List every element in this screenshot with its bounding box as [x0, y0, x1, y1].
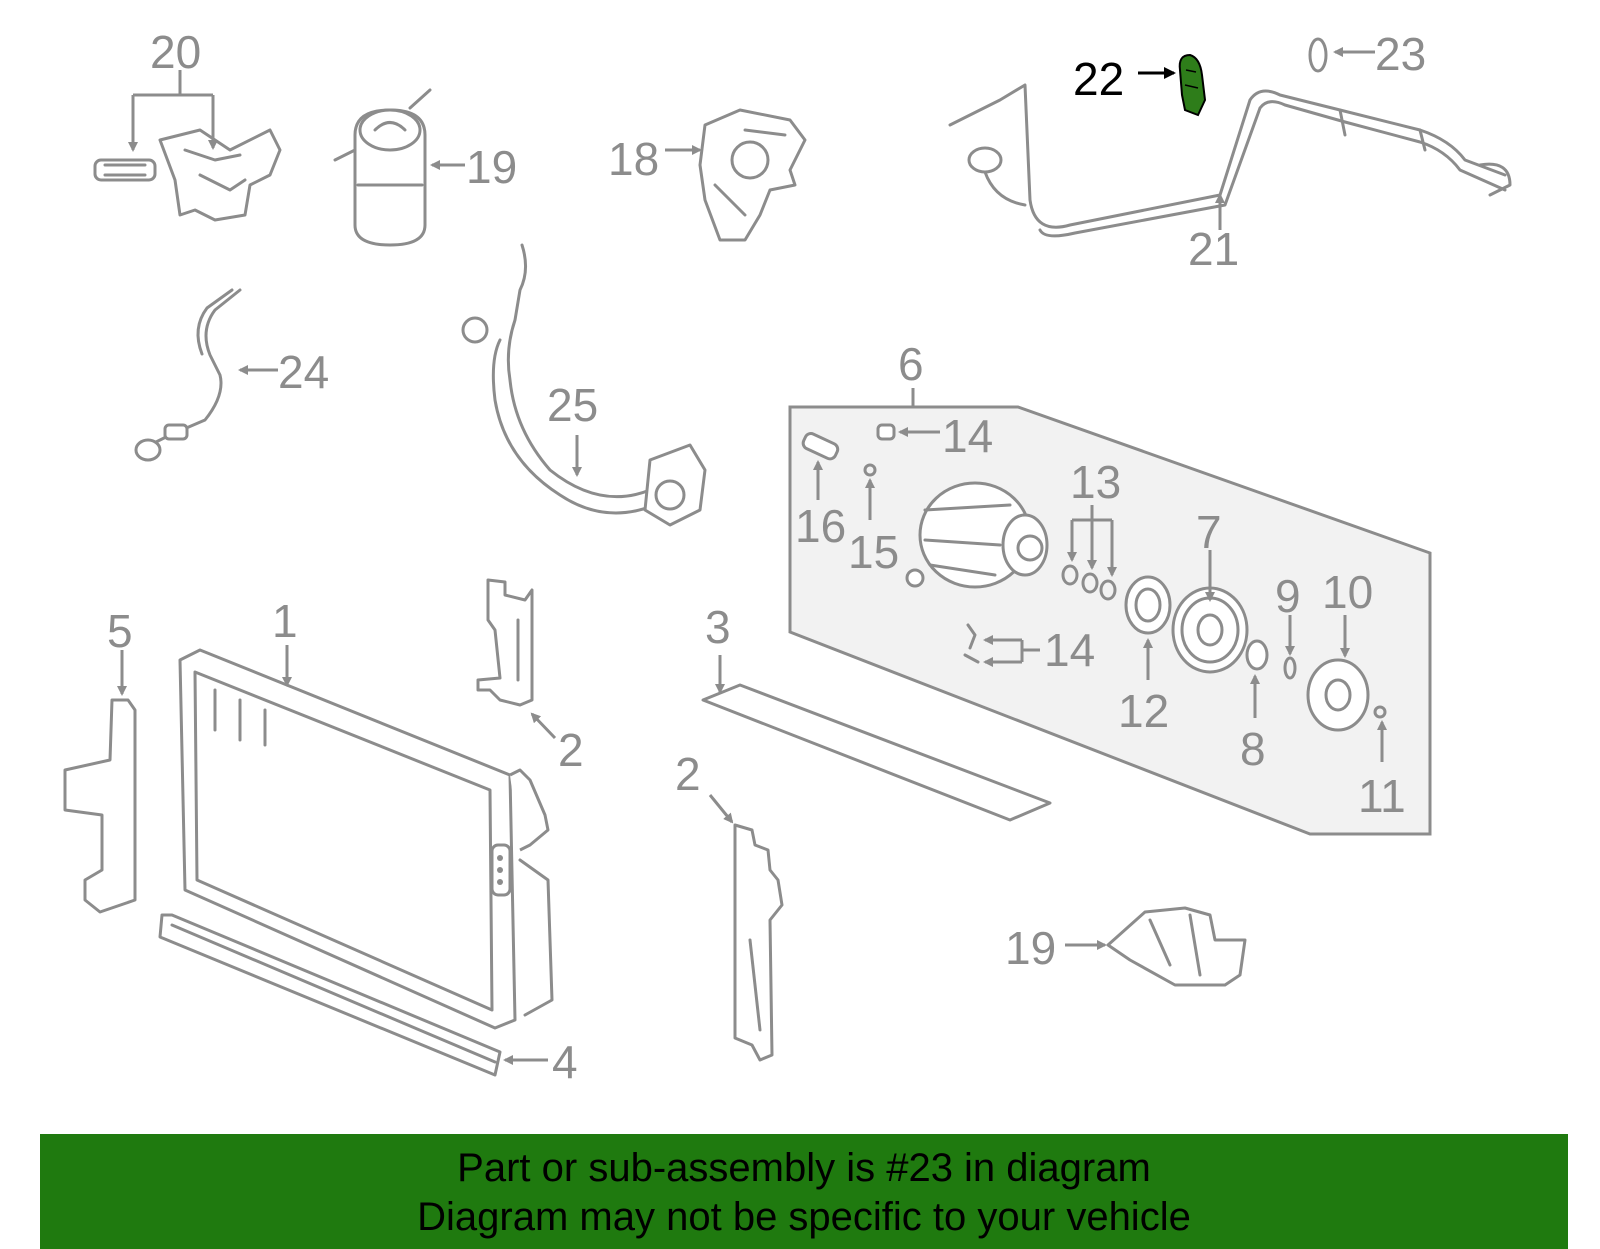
part-19-shield[interactable] — [1065, 906, 1247, 987]
callout-8: 8 — [1240, 723, 1266, 775]
callout-10: 10 — [1322, 566, 1373, 618]
callout-2-upper: 2 — [558, 724, 584, 776]
part-2-bracket-lower[interactable] — [708, 794, 784, 1062]
part-18-bracket[interactable] — [665, 108, 807, 242]
callout-14-label: 14 — [1044, 624, 1095, 676]
callout-24: 23 — [1375, 28, 1426, 80]
part-2-bracket-upper[interactable] — [476, 578, 557, 740]
part-23-highlighted[interactable] — [1138, 53, 1207, 117]
footer-line-2: Diagram may not be specific to your vehi… — [417, 1195, 1191, 1239]
callout-19: 19 — [1005, 922, 1056, 974]
callout-12: 12 — [1118, 685, 1169, 737]
callout-13: 13 — [1070, 456, 1121, 508]
part-5-baffle[interactable] — [63, 650, 137, 914]
part-21-assembly[interactable] — [93, 70, 282, 222]
part-25-hose[interactable] — [134, 288, 278, 462]
callout-5: 5 — [107, 605, 133, 657]
callout-17: 16 — [795, 500, 846, 552]
callout-16: 15 — [848, 526, 899, 578]
part-1-condenser[interactable] — [178, 645, 554, 1030]
footer-line-1: Part or sub-assembly is #23 in diagram — [457, 1146, 1151, 1190]
callout-20: 19 — [466, 141, 517, 193]
callout-25: 24 — [278, 346, 329, 398]
part-26-hose[interactable] — [461, 243, 707, 527]
callout-6: 6 — [898, 338, 924, 390]
callout-21: 20 — [150, 26, 201, 78]
part-20-accumulator[interactable] — [333, 88, 465, 247]
callout-15: 14 — [942, 410, 993, 462]
part-6-compressor-panel[interactable] — [788, 388, 1432, 836]
part-22-hose-assembly[interactable] — [948, 83, 1512, 238]
part-3-seal[interactable] — [701, 655, 1052, 822]
part-4-lower-seal[interactable] — [158, 913, 548, 1077]
callout-22: 21 — [1188, 223, 1239, 275]
callout-9: 9 — [1275, 570, 1301, 622]
callout-3-label: 3 — [705, 601, 731, 653]
callout-23: 22 — [1073, 53, 1124, 105]
callout-1: 1 — [272, 595, 298, 647]
callout-2-lower: 2 — [675, 748, 701, 800]
callout-11: 11 — [1358, 770, 1406, 822]
footer-banner: Part or sub-assembly is #23 in diagram D… — [40, 1134, 1568, 1249]
callout-7: 7 — [1196, 506, 1222, 558]
callout-26: 25 — [547, 379, 598, 431]
callout-4: 4 — [552, 1036, 578, 1088]
callout-18: 18 — [608, 133, 659, 185]
part-24-clip[interactable] — [1308, 37, 1375, 73]
